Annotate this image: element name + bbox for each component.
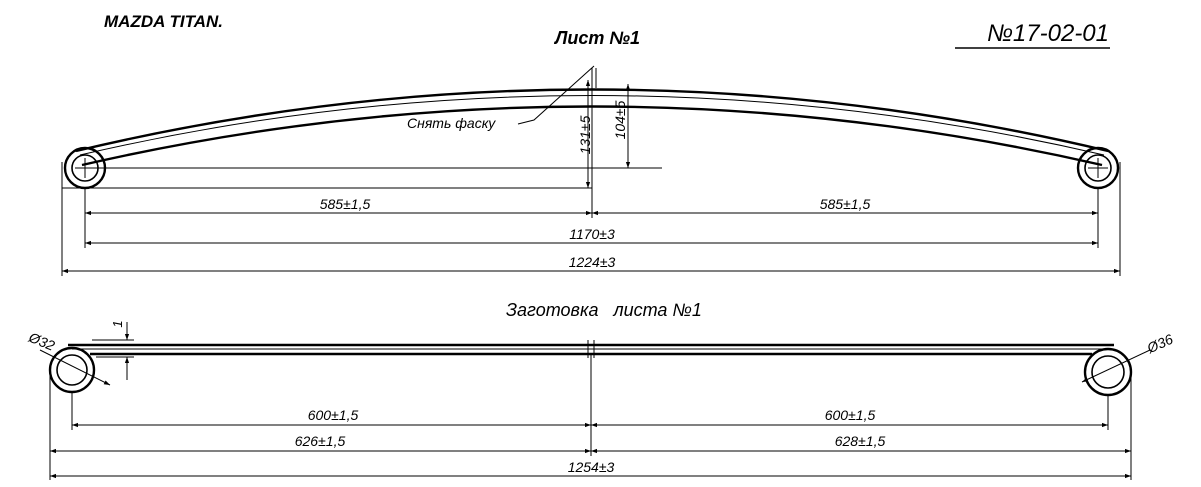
blank-left-eye-inner — [56, 354, 88, 386]
dim-height-inner-label: 104±5 — [612, 100, 628, 139]
dim2-half-right-inner-label: 600±1,5 — [825, 407, 876, 423]
view2-title: Заготовка листа №1 — [506, 300, 702, 320]
vehicle-label: MAZDA TITAN. — [104, 12, 223, 31]
dia-left-leader — [39, 349, 111, 386]
dim-eye-to-eye-label: 1170±3 — [569, 226, 615, 242]
dia-right-label: Ø36 — [1144, 331, 1176, 357]
blank-right-eye-inner — [1091, 355, 1125, 389]
dim2-half-left-inner-label: 600±1,5 — [308, 407, 359, 423]
step-label: 1 — [110, 320, 125, 327]
dim-height-outer-label: 131±5 — [577, 115, 593, 154]
chamfer-leader — [517, 65, 595, 125]
chamfer-note: Снять фаску — [407, 115, 496, 131]
dim2-half-left-outer-label: 626±1,5 — [295, 433, 346, 449]
dia-right-leader — [1081, 349, 1151, 383]
drawing-number: №17-02-01 — [987, 20, 1109, 47]
dim-half-right-label: 585±1,5 — [820, 196, 871, 212]
view1-title: Лист №1 — [553, 28, 640, 48]
dim2-overall-label: 1254±3 — [568, 459, 615, 475]
dim2-half-right-outer-label: 628±1,5 — [835, 433, 886, 449]
dim-overall-1-label: 1224±3 — [569, 254, 616, 270]
dim-half-left-label: 585±1,5 — [320, 196, 371, 212]
dia-left-label: Ø32 — [26, 329, 58, 354]
right-eye-inner — [1084, 154, 1112, 182]
